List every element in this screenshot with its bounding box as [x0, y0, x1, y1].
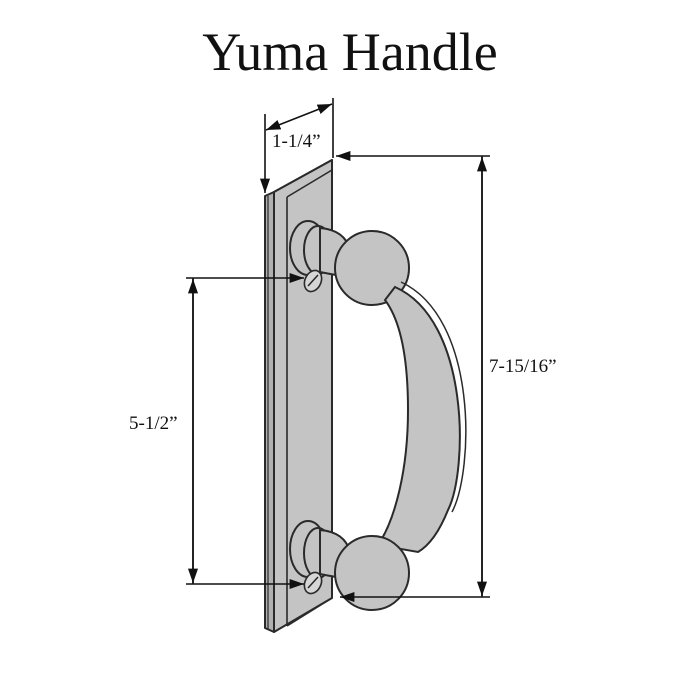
plate-width-label: 1-1/4” — [272, 131, 321, 152]
bottom-ball — [334, 535, 410, 611]
bottom-screw — [303, 571, 323, 595]
top-ball — [334, 230, 410, 306]
dimension-plate-width — [259, 98, 334, 193]
top-screw — [303, 269, 323, 293]
handle-grip — [376, 285, 461, 554]
overall-length-label: 7-15/16” — [489, 356, 557, 377]
hole-spacing-label: 5-1/2” — [129, 413, 178, 434]
diagram-title: Yuma Handle — [202, 22, 498, 82]
dimension-overall-length — [336, 150, 490, 603]
dimension-hole-spacing — [186, 272, 304, 590]
